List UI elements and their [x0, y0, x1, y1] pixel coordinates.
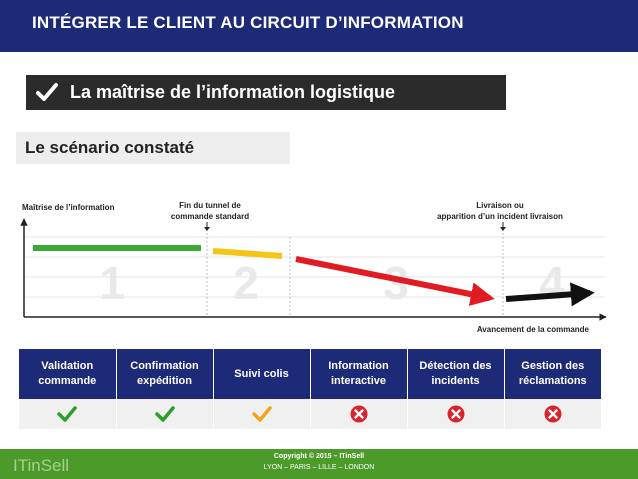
scenario-heading: Le scénario constaté — [16, 132, 290, 164]
red-cross-icon — [544, 405, 562, 423]
phase-number-4: 4 — [539, 257, 565, 309]
milestone-2-pointer-head — [500, 227, 506, 231]
status-cell — [407, 399, 505, 429]
status-cell — [116, 399, 214, 429]
timeline-diagram: 1 2 3 4 Maîtrise de l’information Avance… — [20, 201, 607, 334]
brand-logo: ITinSell — [13, 456, 70, 475]
milestone-1-line-2: commande standard — [171, 212, 249, 221]
milestone-2-line-2: apparition d’un incident livraison — [437, 212, 563, 221]
milestone-1-line-1: Fin du tunnel de — [179, 201, 241, 210]
phase-4-arrow — [505, 282, 595, 307]
phase-3-arrow — [295, 256, 495, 306]
status-cell — [213, 399, 311, 429]
phase-separators — [206, 225, 504, 315]
scenario-heading-label: Le scénario constaté — [25, 138, 195, 157]
status-cell — [504, 399, 601, 429]
status-cell — [19, 399, 117, 429]
section-banner: La maîtrise de l’information logistique — [26, 75, 506, 110]
milestone-2-line-1: Livraison ou — [476, 201, 524, 210]
red-cross-icon — [447, 405, 464, 423]
section-banner-label: La maîtrise de l’information logistique — [70, 82, 396, 102]
red-cross-icon — [350, 405, 367, 423]
footer-copyright: Copyright © 2015 – ITinSell — [273, 453, 365, 460]
checkmark-icon — [36, 83, 58, 101]
phase-number-1: 1 — [99, 257, 125, 309]
milestone-1-pointer-head — [204, 227, 210, 231]
y-axis-label: Maîtrise de l’information — [22, 203, 115, 212]
green-checkmark-icon — [154, 406, 175, 422]
table-status-row — [19, 399, 601, 429]
green-checkmark-icon — [57, 406, 77, 422]
header-bar: INTÉGRER LE CLIENT AU CIRCUIT D’INFORMAT… — [0, 0, 638, 52]
phase-number-2: 2 — [233, 257, 259, 309]
orange-checkmark-icon — [251, 406, 272, 422]
status-cell — [310, 399, 408, 429]
page-title: INTÉGRER LE CLIENT AU CIRCUIT D’INFORMAT… — [32, 13, 464, 32]
footer-cities: LYON – PARIS – LILLE – LONDON — [263, 464, 375, 471]
phase-2-line — [212, 248, 283, 259]
column-header-suivi: Suivi colis — [213, 349, 311, 399]
footer-bar: ITinSell Copyright © 2015 – ITinSell LYO… — [0, 449, 638, 479]
x-axis-label: Avancement de la commande — [477, 325, 590, 334]
